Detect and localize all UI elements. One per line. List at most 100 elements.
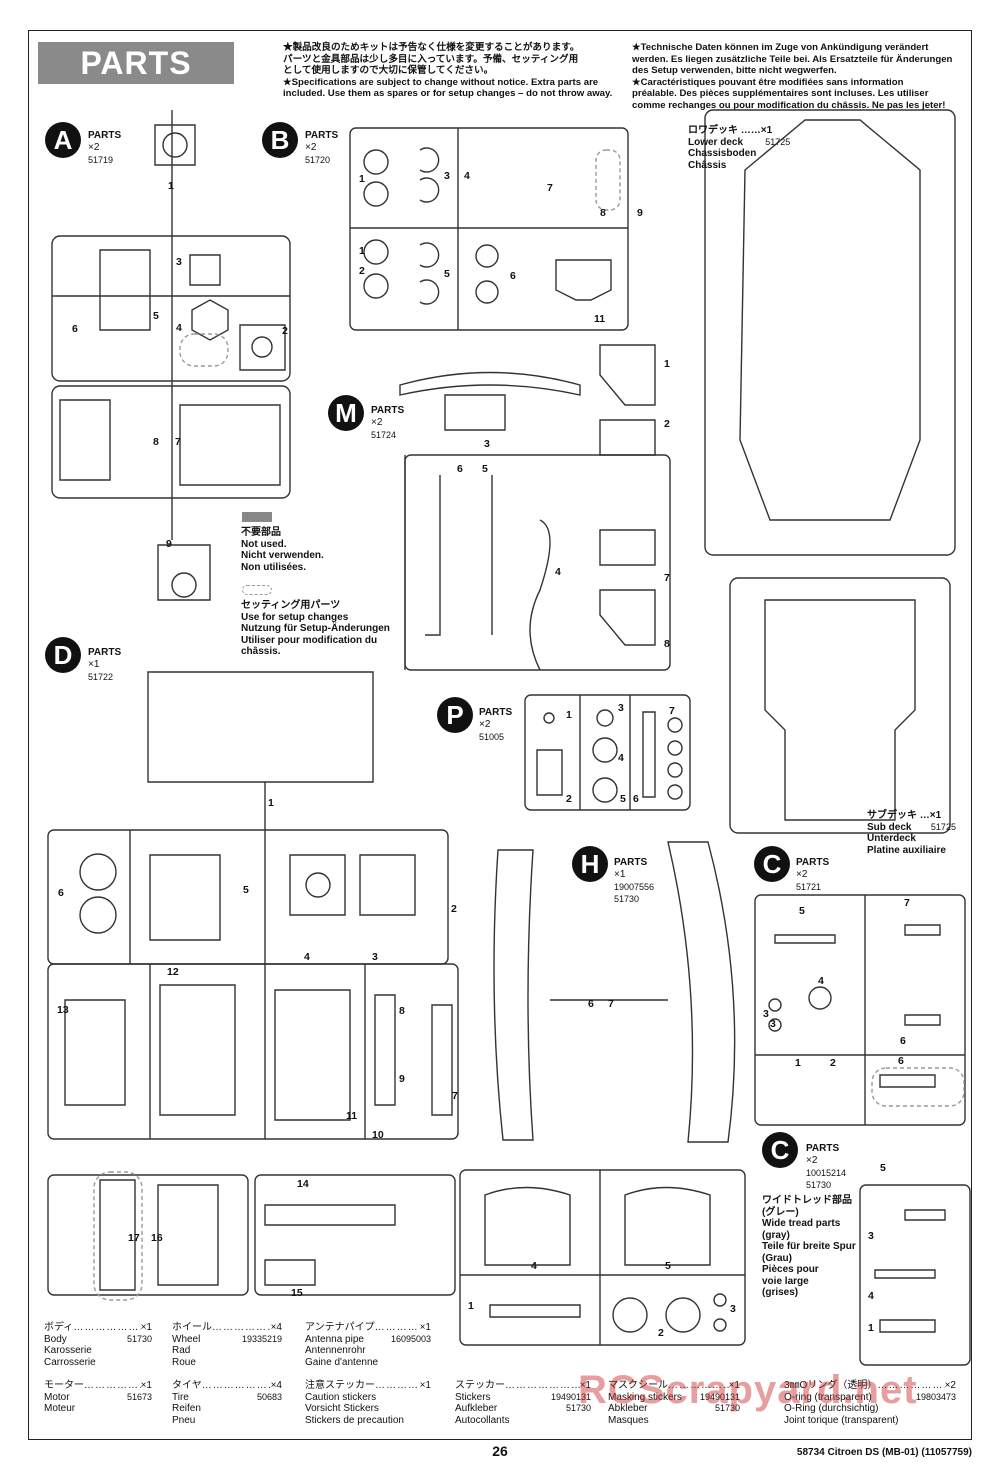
part-number: 4 <box>618 752 624 764</box>
part-number: 7 <box>664 572 670 584</box>
page-frame <box>28 30 972 1440</box>
part-number: 13 <box>57 1004 69 1016</box>
sprue-badge-c-upper: C <box>754 846 790 882</box>
sprue-badge-b: B <box>262 122 298 158</box>
part-number: 1 <box>566 709 572 721</box>
part-number: 5 <box>482 463 488 475</box>
part-number: 9 <box>637 207 643 219</box>
part-number: 5 <box>665 1260 671 1272</box>
footer-code: 58734 Citroen DS (MB-01) (11057759) <box>796 1447 972 1458</box>
part-number: 3 <box>730 1303 736 1315</box>
part-number: 1 <box>664 358 670 370</box>
bottom-item-masking-stickers: マスクシール…………………×1 Masking stickers19490131… <box>608 1380 740 1426</box>
notice-de-fr: ★Technische Daten können im Zuge von Ank… <box>632 42 953 111</box>
part-number: 7 <box>904 897 910 909</box>
part-number: 10 <box>372 1129 384 1141</box>
part-number: 4 <box>868 1290 874 1302</box>
part-number: 4 <box>176 322 182 334</box>
part-number: 4 <box>531 1260 537 1272</box>
part-number: 7 <box>669 705 675 717</box>
part-number: 4 <box>304 951 310 963</box>
sprue-label-c-upper: PARTS ×2 51721 <box>796 857 830 892</box>
part-number: 1 <box>168 180 174 192</box>
part-number: 1 <box>268 797 274 809</box>
part-number: 5 <box>620 793 626 805</box>
part-number: 5 <box>444 268 450 280</box>
part-number: 14 <box>297 1178 309 1190</box>
bottom-item-caution-stickers: 注意ステッカー…………………×1 Caution stickers Vorsic… <box>305 1380 431 1426</box>
setup-swatch <box>242 585 272 595</box>
part-number: 4 <box>464 170 470 182</box>
lower-deck-label: ロワデッキ ……×1 Lower deck 51725 Chassisboden… <box>688 125 791 171</box>
part-number: 2 <box>664 418 670 430</box>
part-number: 2 <box>282 325 288 337</box>
notice-jp-en: ★製品改良のためキットは予告なく仕様を変更することがあります。 パーツと金具部品… <box>283 42 613 100</box>
sprue-label-a: PARTS ×2 51719 <box>88 130 122 165</box>
part-number: 8 <box>399 1005 405 1017</box>
part-number: 11 <box>346 1110 358 1122</box>
sprue-label-m: PARTS ×2 51724 <box>371 405 405 440</box>
part-number: 8 <box>153 436 159 448</box>
part-number: 1 <box>795 1057 801 1069</box>
part-number: 1 <box>359 173 365 185</box>
bottom-item-o-ring: 3㎜Oリング（透明）…………………×2 O-ring (transparent)… <box>784 1380 956 1426</box>
part-number: 2 <box>830 1057 836 1069</box>
part-number: 5 <box>799 905 805 917</box>
part-number: 3 <box>372 951 378 963</box>
part-number: 3 <box>618 702 624 714</box>
part-number: 15 <box>291 1287 303 1299</box>
part-number: 7 <box>175 436 181 448</box>
part-number: 3 <box>444 170 450 182</box>
sprue-label-d: PARTS ×1 51722 <box>88 647 122 682</box>
legend-not-used: 不要部品 Not used. Nicht verwenden. Non util… <box>241 527 324 573</box>
part-number: 6 <box>898 1055 904 1067</box>
part-number: 6 <box>633 793 639 805</box>
part-number: 4 <box>818 975 824 987</box>
part-number: 7 <box>452 1090 458 1102</box>
part-number: 3 <box>763 1008 769 1020</box>
part-number: 6 <box>58 887 64 899</box>
part-number: 11 <box>594 313 606 325</box>
part-number: 6 <box>510 270 516 282</box>
wide-tread-note: ワイドトレッド部品 (グレー) Wide tread parts (gray) … <box>762 1195 856 1298</box>
sprue-label-c-lower: PARTS ×2 10015214 51730 <box>806 1143 847 1190</box>
part-number: 4 <box>555 566 561 578</box>
part-number: 2 <box>658 1327 664 1339</box>
part-number: 16 <box>151 1232 163 1244</box>
part-number: 6 <box>900 1035 906 1047</box>
part-number: 7 <box>547 182 553 194</box>
part-number: 9 <box>399 1073 405 1085</box>
part-number: 5 <box>153 310 159 322</box>
parts-banner: PARTS <box>38 42 234 84</box>
sprue-badge-m: M <box>328 395 364 431</box>
part-number: 8 <box>664 638 670 650</box>
part-number: 3 <box>770 1018 776 1030</box>
part-number: 5 <box>243 884 249 896</box>
sub-deck-label: サブデッキ …×1 Sub deck 51725 Unterdeck Plati… <box>867 810 956 856</box>
part-number: 2 <box>359 265 365 277</box>
part-number: 1 <box>359 245 365 257</box>
sprue-label-h: PARTS ×1 19007556 51730 <box>614 857 655 904</box>
legend-setup: セッティング用パーツ Use for setup changes Nutzung… <box>241 600 390 657</box>
not-used-swatch <box>242 512 272 522</box>
part-number: 2 <box>566 793 572 805</box>
sprue-badge-a: A <box>45 122 81 158</box>
part-number: 5 <box>880 1162 886 1174</box>
part-number: 3 <box>868 1230 874 1242</box>
part-number: 1 <box>468 1300 474 1312</box>
part-number: 9 <box>166 538 172 550</box>
page-number: 26 <box>492 1443 508 1459</box>
sprue-badge-p: P <box>437 697 473 733</box>
part-number: 17 <box>128 1232 140 1244</box>
part-number: 6 <box>588 998 594 1010</box>
sprue-label-b: PARTS ×2 51720 <box>305 130 339 165</box>
sprue-badge-d: D <box>45 637 81 673</box>
part-number: 7 <box>608 998 614 1010</box>
